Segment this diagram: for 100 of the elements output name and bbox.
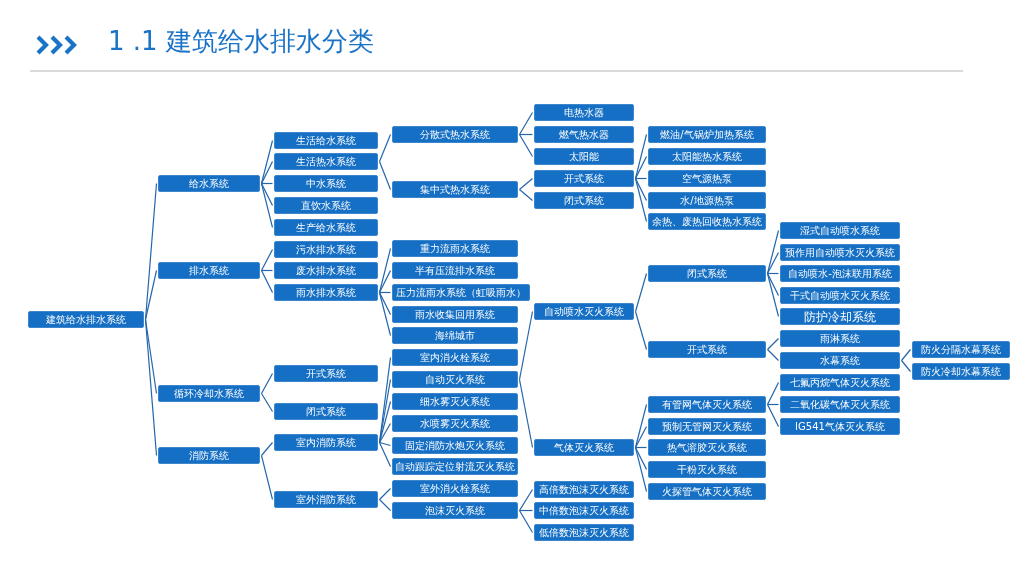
- category-label: 二氧化碳气体灭火系统: [790, 398, 890, 411]
- category-box: [912, 363, 1010, 380]
- connector-line: [634, 403, 648, 449]
- category-label: 自动喷水灭火系统: [544, 305, 624, 318]
- connector-line: [260, 248, 274, 272]
- category-label: 海绵城市: [435, 329, 475, 342]
- category-label: 开式系统: [564, 172, 604, 185]
- connector-line: [378, 160, 392, 191]
- connector-line: [378, 291, 392, 337]
- category-label: 七氟丙烷气体灭火系统: [790, 376, 890, 389]
- connector-line: [378, 291, 392, 316]
- category-box: [534, 170, 634, 187]
- category-label: 中水系统: [306, 177, 346, 190]
- category-label: 给水系统: [189, 177, 229, 190]
- category-box: [392, 393, 518, 410]
- category-label: 气体灭火系统: [554, 441, 614, 454]
- connector-line: [634, 310, 648, 351]
- category-box: [648, 418, 766, 435]
- connector-line: [260, 182, 274, 229]
- connector-line: [766, 272, 780, 275]
- category-box: [392, 262, 518, 279]
- category-box: [648, 148, 766, 165]
- connector-line: [900, 348, 912, 362]
- category-label: 太阳能热水系统: [672, 150, 742, 163]
- category-label: IG541气体灭火系统: [795, 420, 885, 433]
- category-box: [648, 341, 766, 358]
- category-label: 闭式系统: [564, 194, 604, 207]
- category-label: 直饮水系统: [301, 199, 351, 212]
- connector-line: [634, 155, 648, 180]
- category-label: 分散式热水系统: [420, 128, 490, 141]
- connector-line: [518, 188, 534, 202]
- category-label: 建筑给水排水系统: [46, 313, 126, 326]
- connector-line: [260, 269, 274, 294]
- category-label: 开式系统: [687, 343, 727, 356]
- category-box: [392, 437, 518, 454]
- connector-line: [260, 139, 274, 185]
- connector-line: [518, 310, 534, 381]
- category-label: 预作用自动喷水灭火系统: [785, 246, 895, 259]
- category-box: [780, 287, 900, 304]
- connector-line: [260, 160, 274, 185]
- category-label: 预制无管网灭火系统: [662, 420, 752, 433]
- category-label: 室内消火栓系统: [420, 351, 490, 364]
- connector-line: [260, 454, 274, 501]
- category-box: [274, 219, 378, 236]
- category-label: 燃气热水器: [559, 128, 609, 141]
- category-label: 防火冷却水幕系统: [921, 365, 1001, 378]
- connector-line: [766, 403, 780, 428]
- connector-line: [378, 133, 392, 163]
- connector-line: [634, 446, 648, 471]
- connector-line: [260, 269, 274, 272]
- category-label: 生活热水系统: [296, 155, 356, 168]
- category-label: 水/地源热泵: [680, 194, 734, 207]
- category-label: 排水系统: [189, 264, 229, 277]
- category-label: 中倍数泡沫灭火系统: [539, 504, 629, 517]
- category-box: [274, 197, 378, 214]
- connector-line: [378, 247, 392, 294]
- connector-line: [518, 133, 534, 136]
- category-box: [780, 244, 900, 261]
- category-label: 闭式系统: [687, 267, 727, 280]
- category-box: [534, 481, 634, 498]
- category-box: [274, 153, 378, 170]
- category-label: 废水排水系统: [296, 264, 356, 277]
- category-label: 太阳能: [569, 150, 599, 163]
- category-box: [534, 148, 634, 165]
- category-box: [780, 222, 900, 239]
- category-box: [534, 524, 634, 541]
- category-box: [780, 352, 900, 369]
- category-box: [648, 213, 766, 230]
- category-label: 水喷雾灭火系统: [420, 417, 490, 430]
- slide-title: 1 .1 建筑给水排水分类: [108, 25, 374, 57]
- category-box: [648, 265, 766, 282]
- connector-line: [260, 182, 274, 185]
- connector-line: [518, 177, 534, 191]
- category-label: 室外消防系统: [296, 493, 356, 506]
- category-label: 循环冷却水系统: [174, 387, 244, 400]
- connector-line: [766, 272, 780, 318]
- category-label: 泡沫灭火系统: [425, 504, 485, 517]
- category-box: [780, 265, 900, 282]
- connector-line: [634, 425, 648, 449]
- category-label: 集中式热水系统: [420, 183, 490, 196]
- category-label: 开式系统: [306, 367, 346, 380]
- category-box: [392, 126, 518, 143]
- category-label: 雨水排水系统: [296, 286, 356, 299]
- category-box: [648, 461, 766, 478]
- category-label: 雨淋系统: [820, 332, 860, 345]
- category-box: [780, 396, 900, 413]
- category-label: 固定消防水炮灭火系统: [405, 439, 505, 452]
- category-box: [534, 192, 634, 209]
- category-box: [392, 371, 518, 388]
- category-box: [648, 192, 766, 209]
- connector-line: [260, 372, 274, 395]
- connector-line: [634, 177, 648, 180]
- category-box: [274, 175, 378, 192]
- category-box: [392, 240, 518, 257]
- category-box: [158, 262, 260, 279]
- category-label: 生产给水系统: [296, 221, 356, 234]
- category-label: 室内消防系统: [296, 436, 356, 449]
- category-label: 雨水收集回用系统: [415, 308, 495, 321]
- connector-line: [766, 348, 780, 362]
- category-label: 闭式系统: [306, 405, 346, 418]
